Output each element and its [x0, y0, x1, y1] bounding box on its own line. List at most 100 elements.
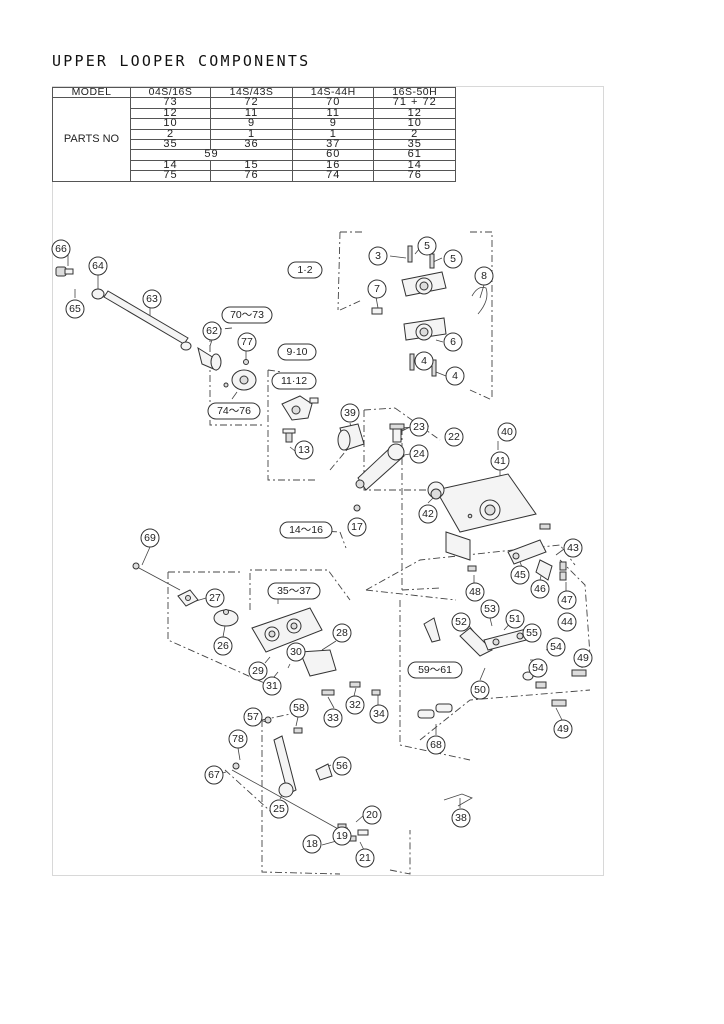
- rod-63-icon: [103, 290, 192, 351]
- table-row: 35 36 37 35: [53, 138, 456, 151]
- callout-38: 38: [451, 808, 471, 828]
- bracket-27-icon: [177, 589, 199, 607]
- callout-number: 8: [481, 270, 487, 282]
- callout-62: 62: [202, 321, 222, 341]
- diagram-frame: [52, 86, 604, 876]
- table-cell: 1: [292, 128, 375, 141]
- callout-number: 40: [501, 426, 513, 438]
- callout-number: 47: [561, 594, 573, 606]
- callout-number: 34: [373, 708, 385, 720]
- callout-65: 65: [65, 299, 85, 319]
- callout-67: 67: [204, 765, 224, 785]
- callout-66: 66: [51, 239, 71, 259]
- callout-56: 56: [332, 756, 352, 776]
- table-cell: 2: [129, 128, 212, 141]
- callout-number: 67: [208, 769, 220, 781]
- label-pill-14-16: 14～16: [279, 521, 333, 539]
- table-cell: 74: [292, 170, 375, 182]
- callout-42: 42: [418, 504, 438, 524]
- table-cell: 37: [292, 138, 375, 151]
- table-row: 12 11 11 12: [53, 107, 456, 120]
- table-header-cell: 14S-44H: [292, 87, 375, 99]
- callout-number: 6: [450, 336, 456, 348]
- callout-number: 25: [273, 803, 285, 815]
- callout-number: 13: [298, 444, 310, 456]
- callout-34: 34: [369, 704, 389, 724]
- callout-number: 27: [209, 592, 221, 604]
- callout-19: 19: [332, 826, 352, 846]
- callout-number: 66: [55, 243, 67, 255]
- table-row: 75 76 74 76: [53, 170, 456, 182]
- callout-number: 7: [374, 283, 380, 295]
- callout-46: 46: [530, 579, 550, 599]
- callout-number: 43: [567, 542, 579, 554]
- callout-4b: 4: [445, 366, 465, 386]
- callout-number: 77: [241, 336, 253, 348]
- bushing-62-icon: [197, 346, 222, 371]
- callout-number: 20: [366, 809, 378, 821]
- table-header-row: MODEL 04S/16S 14S/43S 14S-44H 16S-50H: [52, 87, 456, 99]
- callout-number: 50: [474, 684, 486, 696]
- callout-number: 45: [514, 569, 526, 581]
- callout-5b: 5: [443, 249, 463, 269]
- screw-66-icon: [55, 266, 74, 277]
- label-text: 9·10: [286, 346, 307, 358]
- table-header-cell: 04S/16S: [129, 87, 212, 99]
- callout-number: 78: [232, 733, 244, 745]
- callout-64: 64: [88, 256, 108, 276]
- callout-68: 68: [426, 735, 446, 755]
- block-35-37-icon: [251, 607, 381, 696]
- callout-54b: 54: [528, 658, 548, 678]
- callout-5a: 5: [417, 236, 437, 256]
- callout-27: 27: [205, 588, 225, 608]
- callout-51: 51: [505, 609, 525, 629]
- callout-number: 55: [526, 627, 538, 639]
- callout-49b: 49: [553, 719, 573, 739]
- callout-number: 58: [293, 702, 305, 714]
- spring-38-icon: [443, 793, 473, 807]
- callout-number: 46: [534, 583, 546, 595]
- callout-number: 30: [290, 646, 302, 658]
- table-cell: 35: [129, 138, 212, 151]
- callout-21: 21: [355, 848, 375, 868]
- callout-number: 41: [494, 455, 506, 467]
- callout-48: 48: [465, 582, 485, 602]
- label-text: 74～76: [217, 405, 251, 417]
- callout-number: 5: [450, 253, 456, 265]
- callout-29: 29: [248, 661, 268, 681]
- callout-number: 17: [351, 521, 363, 533]
- callout-4a: 4: [414, 351, 434, 371]
- table-cell: 10: [373, 117, 456, 130]
- callout-number: 21: [359, 852, 371, 864]
- label-pill-35-37: 35～37: [267, 582, 321, 600]
- table-cell: 12: [373, 107, 456, 120]
- label-text: 70～73: [230, 309, 264, 321]
- callout-50: 50: [470, 680, 490, 700]
- callout-17: 17: [347, 517, 367, 537]
- label-pill-1-2: 1·2: [287, 261, 323, 279]
- callout-53: 53: [480, 599, 500, 619]
- callout-number: 51: [509, 613, 521, 625]
- label-text: 35～37: [277, 585, 311, 597]
- callout-7: 7: [367, 279, 387, 299]
- callout-number: 57: [247, 711, 259, 723]
- table-cell: 70: [292, 97, 375, 109]
- label-pill-70-73: 70～73: [221, 306, 273, 324]
- label-text: 59～61: [418, 664, 452, 676]
- label-pill-11-12: 11·12: [271, 372, 317, 390]
- callout-number: 3: [375, 250, 381, 262]
- callout-number: 48: [469, 586, 481, 598]
- table-cell: 9: [292, 117, 375, 130]
- callout-number: 56: [336, 760, 348, 772]
- callout-number: 65: [69, 303, 81, 315]
- callout-69: 69: [140, 528, 160, 548]
- callout-number: 28: [336, 627, 348, 639]
- callout-number: 31: [266, 680, 278, 692]
- callout-number: 64: [92, 260, 104, 272]
- callout-number: 22: [448, 431, 460, 443]
- callout-43: 43: [563, 538, 583, 558]
- parts-table: MODEL 04S/16S 14S/43S 14S-44H 16S-50H PA…: [52, 87, 456, 182]
- mechanical-parts: [55, 245, 587, 842]
- looper-holder-icon: [223, 359, 257, 391]
